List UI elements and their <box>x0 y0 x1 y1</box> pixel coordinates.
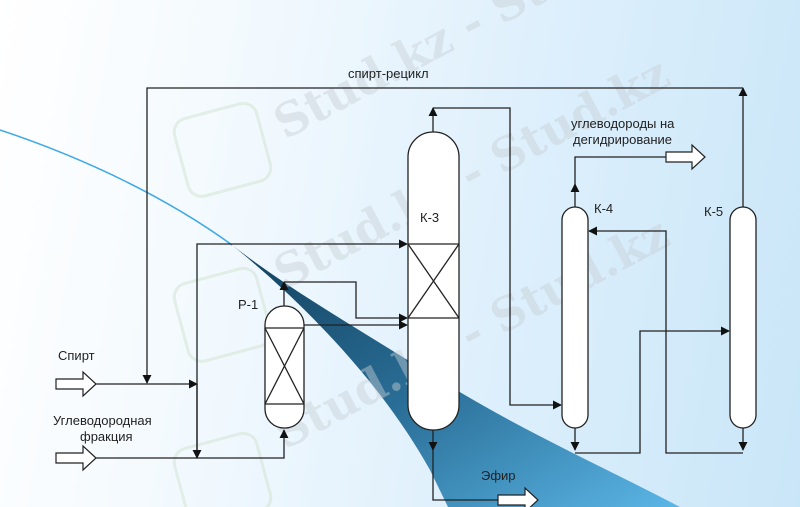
reactor-p1 <box>264 305 305 429</box>
fraction-feed-line <box>96 429 289 459</box>
column-k5-label: К-5 <box>704 204 723 219</box>
ether-outlet-arrow-icon <box>497 486 539 507</box>
column-k3-label: К-3 <box>420 210 439 225</box>
column-k4 <box>561 206 589 429</box>
column-k4-label: К-4 <box>594 201 613 216</box>
k3-to-k4-line <box>433 107 562 410</box>
hydrocarbons-label-2: дегидрирование <box>573 132 672 147</box>
swoosh-wedge <box>232 245 680 507</box>
k4-to-k5-line <box>575 326 730 454</box>
p1-to-k3-line <box>284 281 408 323</box>
ether-label: Эфир <box>481 468 516 483</box>
ether-line <box>432 450 498 501</box>
reactor-p1-label: Р-1 <box>238 297 258 312</box>
recycle-line-top <box>142 87 743 384</box>
alcohol-inlet-arrow-icon <box>55 370 97 398</box>
hydrocarbons-outlet-arrow-icon <box>665 143 706 171</box>
hydrocarbons-out-line <box>574 156 666 184</box>
column-k5 <box>729 206 757 429</box>
column-k3 <box>407 131 460 431</box>
hydrocarbons-label-1: углеводороды на <box>571 116 675 131</box>
k5-to-k4-line <box>588 226 743 454</box>
fraction-label-2: фракция <box>80 429 133 444</box>
alcohol-label: Спирт <box>58 348 95 363</box>
fraction-label-1: Углеводородная <box>53 413 152 428</box>
swoosh-line <box>0 129 233 246</box>
recycle-label: спирт-рецикл <box>348 66 429 81</box>
fraction-inlet-arrow-icon <box>55 444 97 472</box>
